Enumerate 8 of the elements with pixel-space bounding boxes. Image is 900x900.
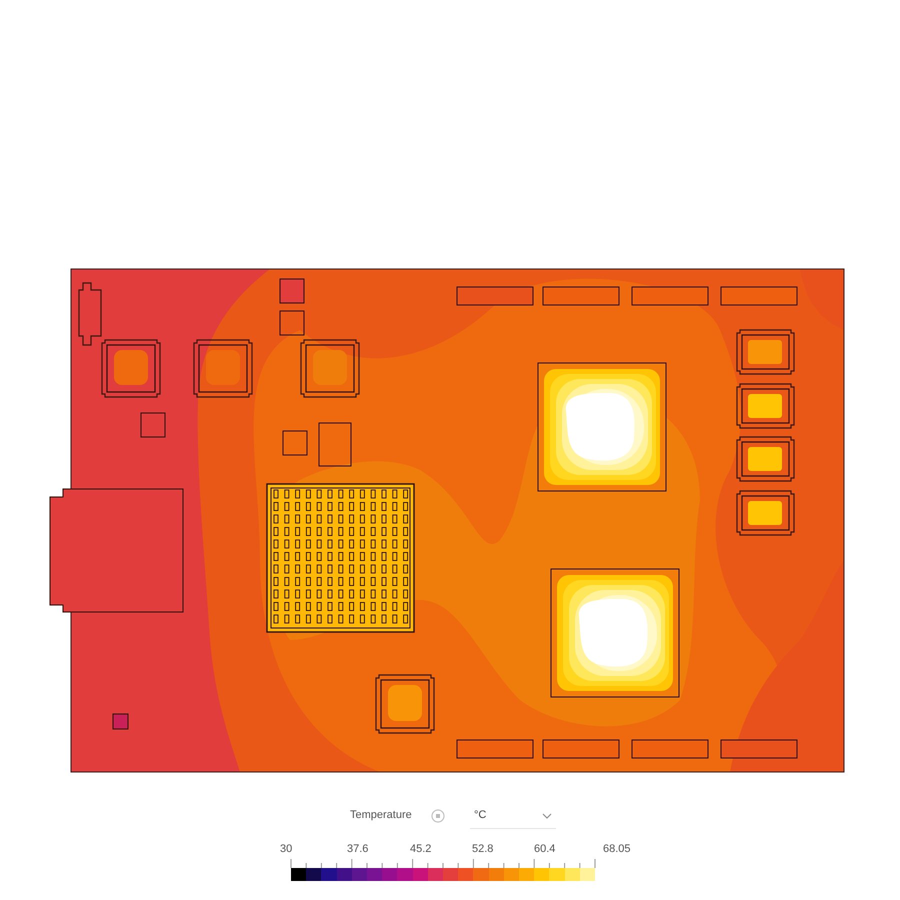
scale-tick-label: 30 [280,844,292,855]
unit-dropdown: °C [470,803,556,829]
legend-title: Temperature [350,808,412,823]
scale-tick-label: 60.4 [534,844,556,855]
scale-tick-label: 68.05 [603,844,631,855]
scale-tick-label: 45.2 [410,844,432,855]
scale-tick-label: 52.8 [472,844,494,855]
scale-tick-label: 37.6 [347,844,368,855]
